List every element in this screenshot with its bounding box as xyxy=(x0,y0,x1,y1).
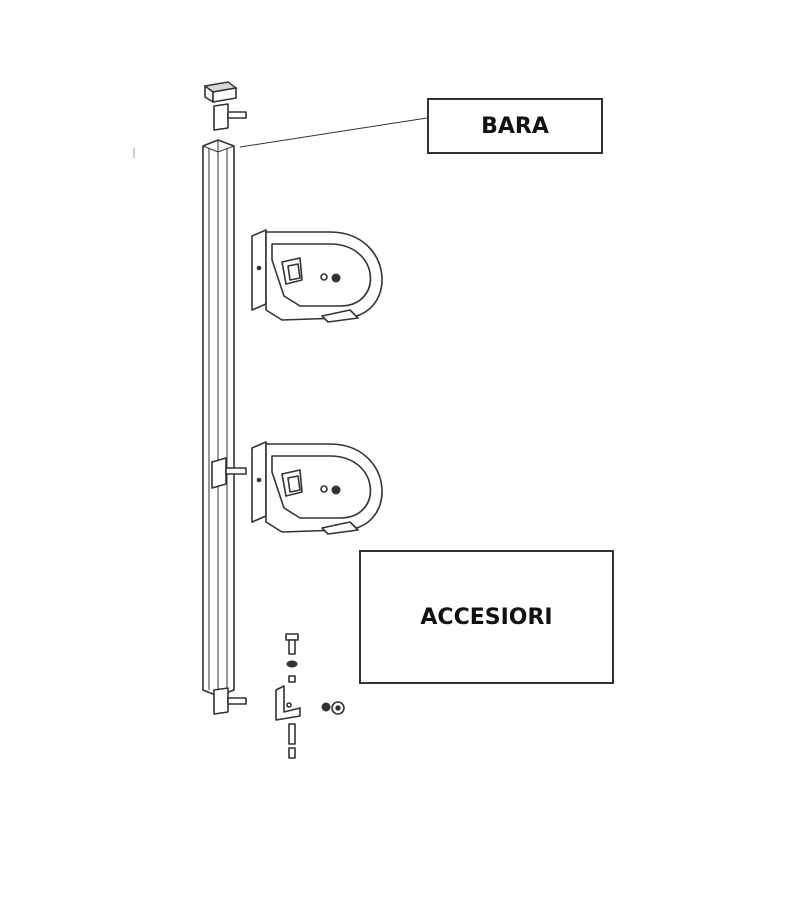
bottom-pin-bracket xyxy=(213,687,247,715)
lower-roll-support xyxy=(251,441,383,535)
vertical-bar xyxy=(202,139,235,697)
top-pin-bracket xyxy=(213,103,247,131)
bar-leader-line xyxy=(239,117,428,148)
upper-roll-support xyxy=(251,229,383,323)
middle-bar-clamp xyxy=(211,457,247,489)
accessories-hardware xyxy=(275,633,345,759)
bar-label-text: BARA xyxy=(481,113,549,139)
top-end-cap xyxy=(203,81,238,103)
bar-label-box: BARA xyxy=(427,98,603,154)
accessories-label-box: ACCESIORI xyxy=(359,550,614,684)
accessories-label-text: ACCESIORI xyxy=(420,604,553,630)
